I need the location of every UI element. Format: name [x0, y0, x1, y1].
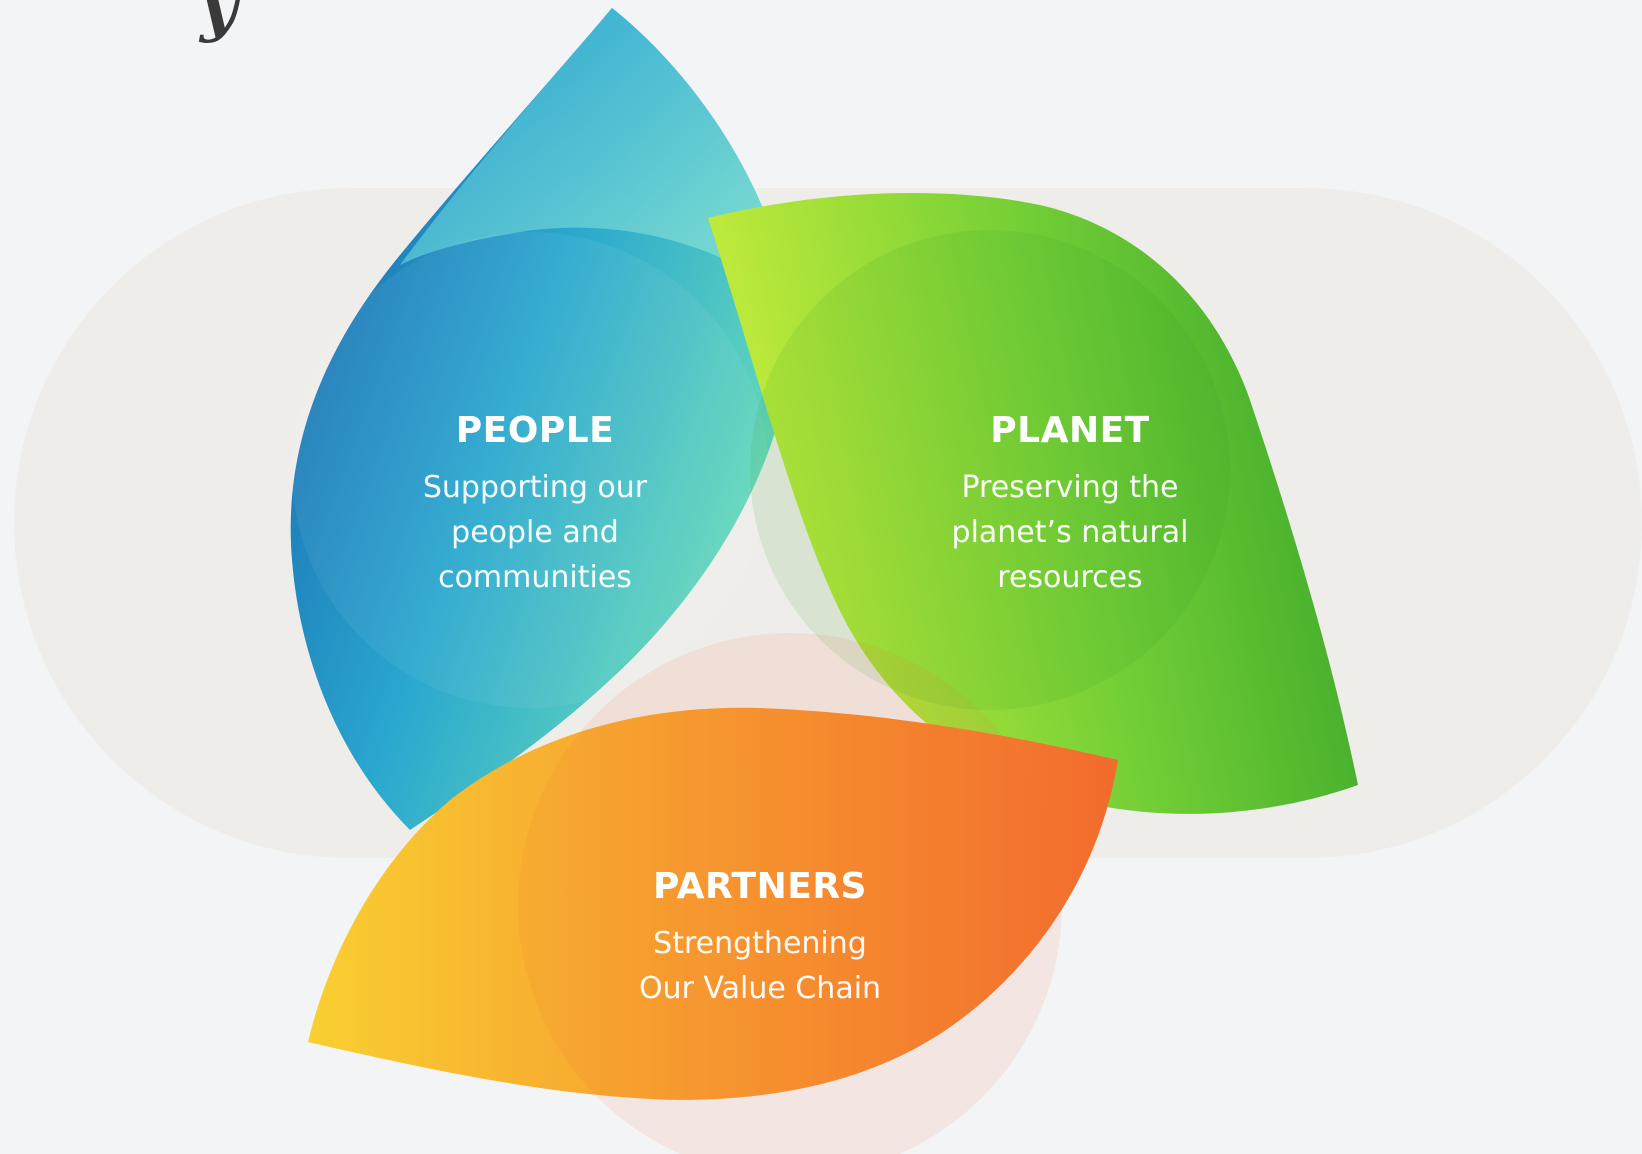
- partners-leaf: [308, 633, 1118, 1154]
- people-title: PEOPLE: [455, 410, 615, 451]
- people-leaf: [290, 8, 792, 830]
- people-label: PEOPLE Supporting our people and communi…: [380, 410, 690, 600]
- people-description: Supporting our people and communities: [422, 470, 648, 595]
- partners-description: Strengthening Our Value Chain: [638, 926, 882, 1006]
- planet-description: Preserving the planet’s natural resource…: [951, 470, 1189, 595]
- partners-title: PARTNERS: [653, 866, 867, 907]
- partners-label: PARTNERS Strengthening Our Value Chain: [600, 866, 920, 1011]
- planet-label: PLANET Preserving the planet’s natural r…: [915, 410, 1225, 600]
- cropped-heading-fragment: y: [200, 0, 238, 45]
- planet-leaf: [708, 192, 1358, 814]
- planet-title: PLANET: [990, 410, 1150, 451]
